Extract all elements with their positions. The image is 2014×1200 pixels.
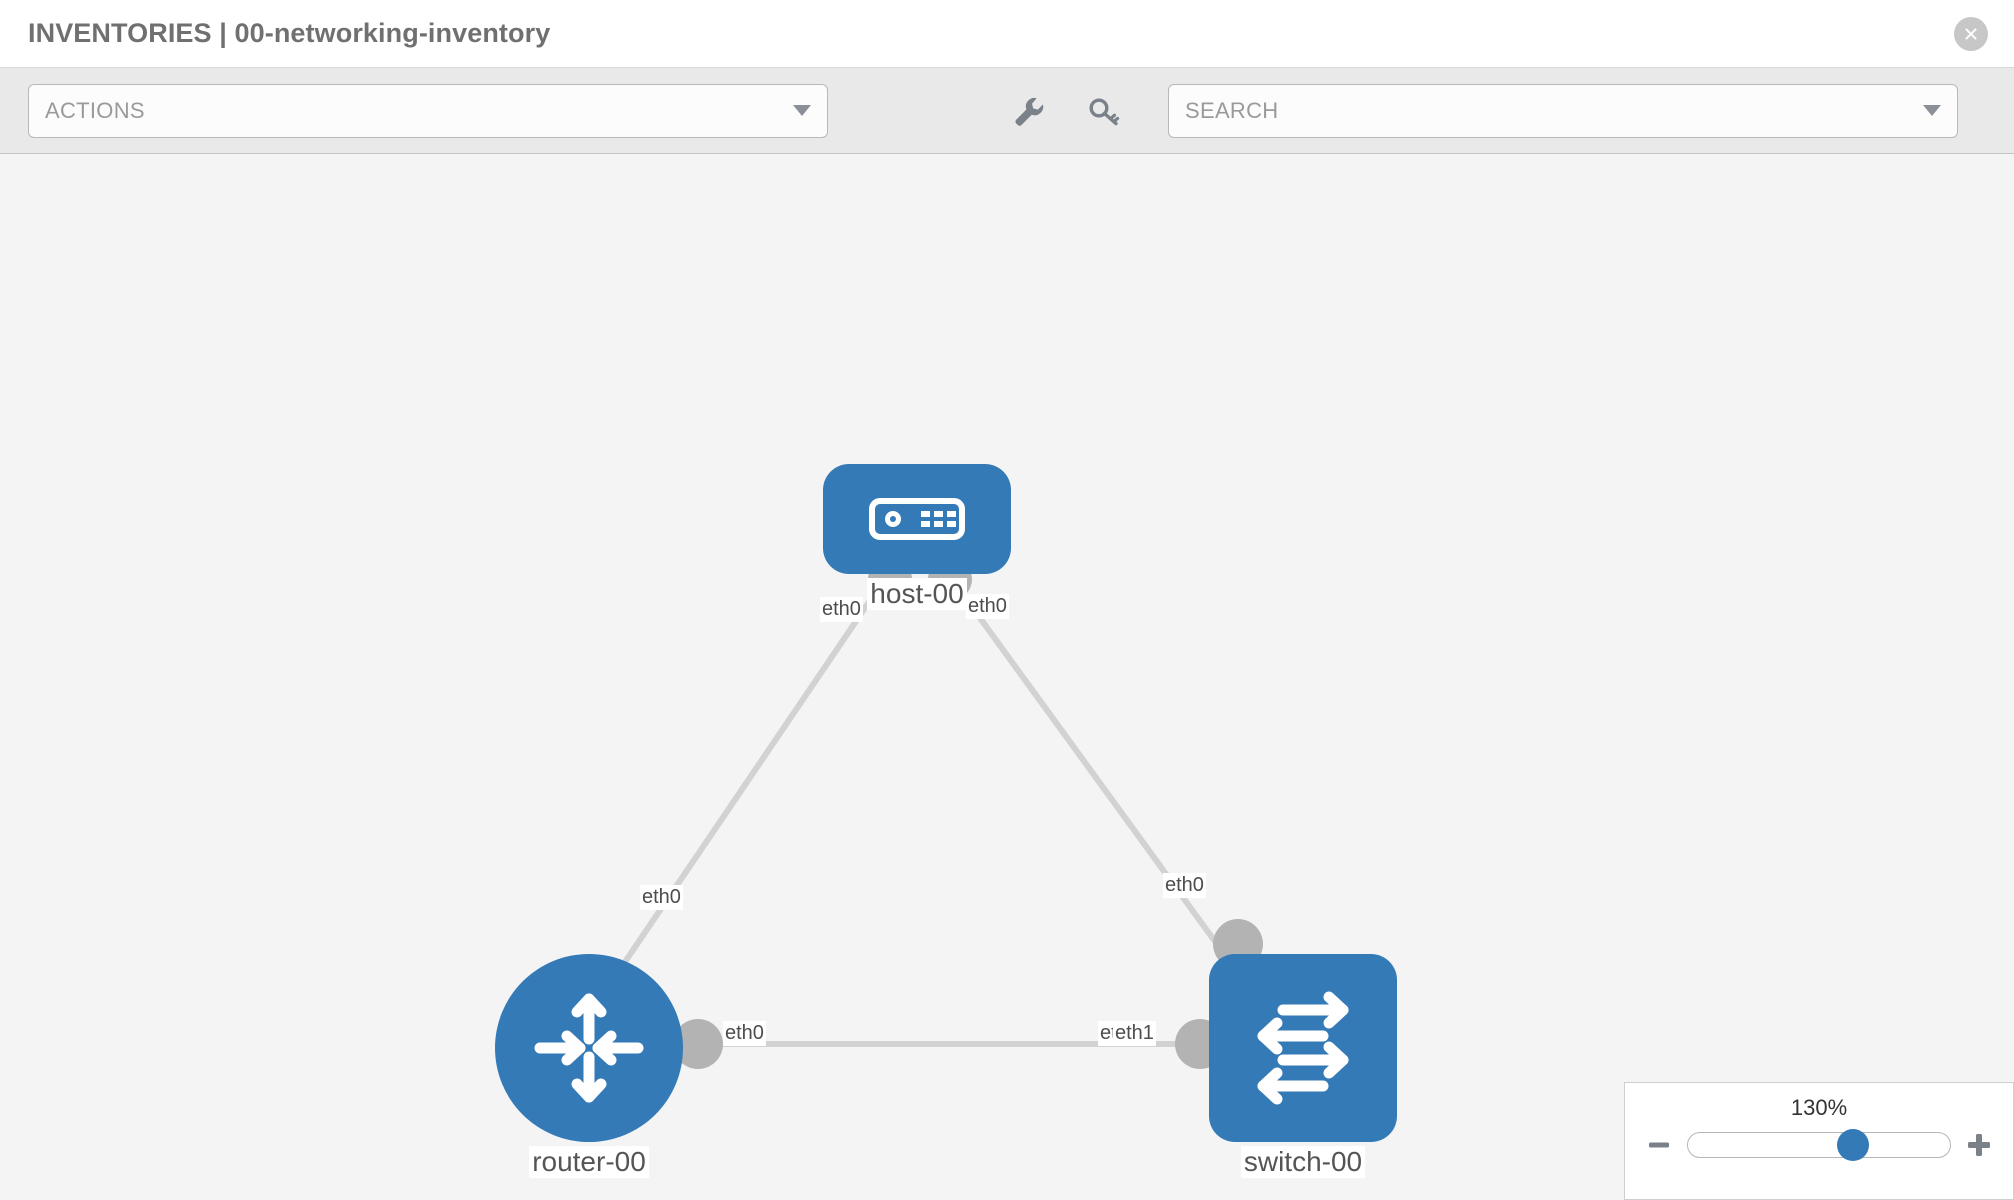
- node-host-00[interactable]: host-00: [823, 464, 1011, 610]
- edge-label-host-eth0-right: eth0: [966, 594, 1009, 619]
- host-icon: [823, 464, 1011, 574]
- router-icon: [495, 954, 683, 1142]
- zoom-panel: 130%: [1624, 1082, 2014, 1200]
- node-switch-00[interactable]: switch-00: [1209, 954, 1397, 1178]
- actions-dropdown-label: ACTIONS: [45, 97, 145, 123]
- actions-dropdown[interactable]: ACTIONS: [28, 83, 828, 138]
- toolbar-icon-group: [1008, 91, 1124, 131]
- chevron-down-icon: [1923, 105, 1941, 116]
- edge-label-router-horizontal-eth0: eth0: [723, 1021, 766, 1046]
- node-label-router-00: router-00: [529, 1146, 649, 1178]
- toolbar: ACTIONS SEARCH: [0, 68, 2014, 154]
- edge-label-switch-diagonal-eth0: eth0: [1163, 873, 1206, 898]
- key-icon[interactable]: [1084, 91, 1124, 131]
- zoom-in-button[interactable]: [1963, 1129, 1995, 1161]
- zoom-level-value: 130%: [1790, 1095, 1848, 1120]
- search-placeholder: SEARCH: [1185, 97, 1279, 123]
- interface-dot-router-eth0: [673, 1019, 723, 1069]
- edge-label-switch-horizontal-eth1: eth1: [1113, 1021, 1156, 1046]
- node-label-host-00: host-00: [867, 578, 967, 610]
- page-header: INVENTORIES | 00-networking-inventory: [0, 0, 2014, 68]
- edge-host-switch: [945, 572, 1238, 971]
- node-label-switch-00: switch-00: [1240, 1146, 1366, 1178]
- zoom-controls-row: [1625, 1129, 2013, 1161]
- chevron-down-icon: [793, 105, 811, 116]
- page-title: INVENTORIES | 00-networking-inventory: [28, 18, 551, 48]
- zoom-out-button[interactable]: [1643, 1129, 1675, 1161]
- node-router-00[interactable]: router-00: [495, 954, 683, 1178]
- wrench-icon[interactable]: [1008, 91, 1048, 131]
- zoom-slider-handle[interactable]: [1837, 1129, 1870, 1161]
- topology-canvas[interactable]: host-00 router-00: [0, 154, 2014, 1200]
- zoom-slider[interactable]: [1687, 1129, 1951, 1161]
- edge-label-router-diagonal-eth0: eth0: [640, 885, 683, 910]
- edge-host-router: [607, 572, 891, 986]
- close-icon[interactable]: [1954, 16, 1988, 51]
- switch-icon: [1209, 954, 1397, 1142]
- edge-label-host-eth0-left: eth0: [820, 597, 863, 622]
- topology-edges: [607, 557, 1263, 1069]
- search-input[interactable]: SEARCH: [1168, 83, 1958, 138]
